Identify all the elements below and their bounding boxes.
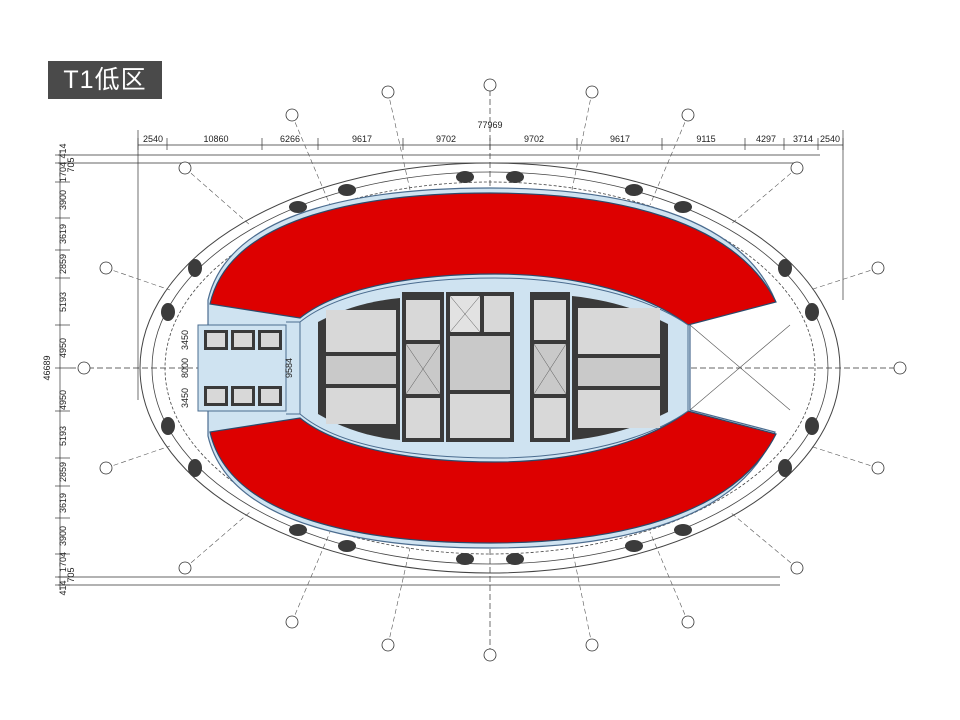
- svg-text:1704: 1704: [58, 552, 68, 572]
- svg-text:414: 414: [58, 580, 68, 595]
- highlight-zone-south: [209, 410, 777, 544]
- overall-height-dim: 46689: [42, 355, 52, 380]
- svg-text:9617: 9617: [352, 134, 372, 144]
- svg-text:705: 705: [66, 567, 76, 582]
- svg-text:9702: 9702: [524, 134, 544, 144]
- overall-width-dim: 77969: [477, 120, 502, 130]
- svg-text:3714: 3714: [793, 134, 813, 144]
- left-dimension-labels-upper: 414 1704 705 3900 3619 2859 5193 4950: [58, 143, 76, 358]
- svg-text:2859: 2859: [58, 462, 68, 482]
- zone-title-badge: T1低区: [48, 61, 162, 99]
- svg-text:2859: 2859: [58, 254, 68, 274]
- svg-text:2540: 2540: [820, 134, 840, 144]
- shaft-markers: [405, 295, 567, 395]
- svg-text:3900: 3900: [58, 190, 68, 210]
- left-dimension-ticks: [55, 154, 70, 586]
- svg-text:414: 414: [58, 143, 68, 158]
- core-small-dimension-labels: 3450 8000 3450: [180, 330, 190, 408]
- svg-text:1704: 1704: [58, 162, 68, 182]
- core-rooms: [318, 292, 668, 442]
- svg-text:4297: 4297: [756, 134, 776, 144]
- svg-text:9115: 9115: [696, 134, 715, 144]
- radial-grid-lines: [105, 91, 879, 646]
- outer-facade: [139, 162, 841, 574]
- svg-text:2540: 2540: [143, 134, 163, 144]
- left-dimension-labels-lower: 4950 5193 2859 3619 3900 1704 705 414: [58, 390, 76, 596]
- svg-text:5193: 5193: [58, 292, 68, 312]
- east-lobby: [689, 324, 791, 411]
- svg-text:8000: 8000: [180, 358, 190, 378]
- core-vertical-dim: 9584: [284, 358, 294, 378]
- top-dimension-labels: 2540 10860 6266 9617 9702 9702 9617 9115…: [143, 134, 840, 144]
- svg-text:4950: 4950: [58, 390, 68, 410]
- west-entry-bridge: [197, 321, 300, 415]
- facade-columns: [161, 171, 819, 565]
- svg-text:9702: 9702: [436, 134, 456, 144]
- top-dimension-ticks: [137, 138, 844, 150]
- svg-text:4950: 4950: [58, 338, 68, 358]
- svg-text:3450: 3450: [180, 330, 190, 350]
- svg-text:10860: 10860: [203, 134, 228, 144]
- svg-text:6266: 6266: [280, 134, 300, 144]
- svg-text:3450: 3450: [180, 388, 190, 408]
- svg-text:9617: 9617: [610, 134, 630, 144]
- svg-text:3619: 3619: [58, 224, 68, 244]
- highlight-zone-north: [209, 192, 777, 326]
- svg-text:705: 705: [66, 157, 76, 172]
- grid-marker-circles: [77, 78, 907, 662]
- svg-text:5193: 5193: [58, 426, 68, 446]
- svg-text:3900: 3900: [58, 526, 68, 546]
- svg-text:3619: 3619: [58, 493, 68, 513]
